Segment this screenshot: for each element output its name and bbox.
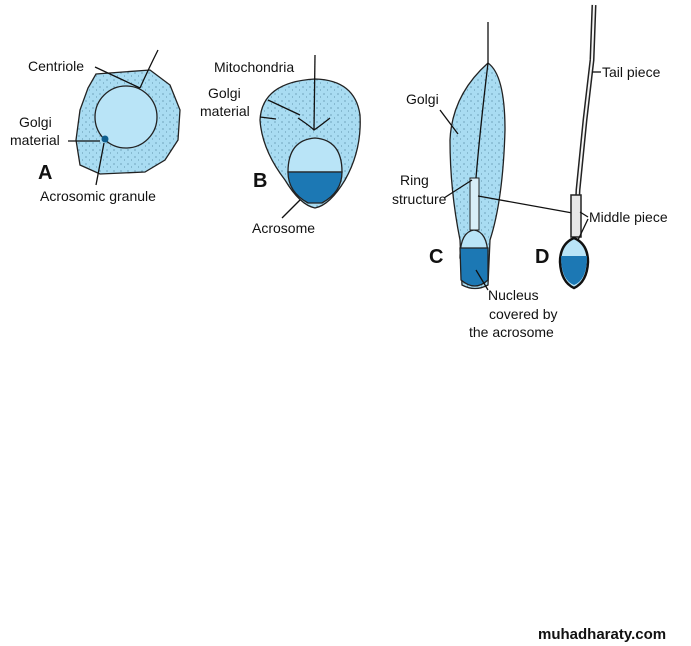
label-golgi-b-1: Golgi <box>208 85 241 101</box>
stage-d-spermatozoon: Tail piece Middle piece D <box>535 4 668 290</box>
stage-b-acrosome <box>287 171 343 204</box>
label-nucleus-2: covered by <box>489 306 557 322</box>
label-golgi-c: Golgi <box>406 91 439 107</box>
stage-c-cell <box>449 62 506 290</box>
stage-c-acrosome <box>459 247 489 287</box>
label-golgi-a-1: Golgi <box>19 114 52 130</box>
label-acrosomic-granule: Acrosomic granule <box>40 188 156 204</box>
label-golgi-b-2: material <box>200 103 250 119</box>
label-ring-2: structure <box>392 191 447 207</box>
label-tail-piece: Tail piece <box>602 64 661 80</box>
label-middle-piece: Middle piece <box>589 209 668 225</box>
watermark: muhadharaty.com <box>538 626 666 643</box>
label-acrosome: Acrosome <box>252 220 315 236</box>
label-mitochondria: Mitochondria <box>214 59 294 75</box>
stage-letter-b: B <box>253 170 267 192</box>
stage-letter-a: A <box>38 162 52 184</box>
middle-piece <box>570 194 582 238</box>
label-nucleus-1: Nucleus <box>488 287 539 303</box>
acrosomic-granule <box>101 135 109 143</box>
stage-letter-d: D <box>535 246 549 268</box>
label-centriole: Centriole <box>28 58 84 74</box>
stage-letter-c: C <box>429 246 443 268</box>
stage-a-nucleus <box>94 85 158 149</box>
stage-c-spermatid: Golgi Ring structure C Nucleus covered b… <box>392 22 579 340</box>
label-ring-1: Ring <box>400 172 429 188</box>
label-nucleus-3: the acrosome <box>469 324 554 340</box>
label-golgi-a-2: material <box>10 132 60 148</box>
stage-b-spermatid: Mitochondria Golgi material B Acrosome <box>200 54 361 236</box>
ring-structure <box>469 177 480 231</box>
stage-a-spermatid: Centriole Golgi material A Acrosomic gra… <box>10 49 181 204</box>
